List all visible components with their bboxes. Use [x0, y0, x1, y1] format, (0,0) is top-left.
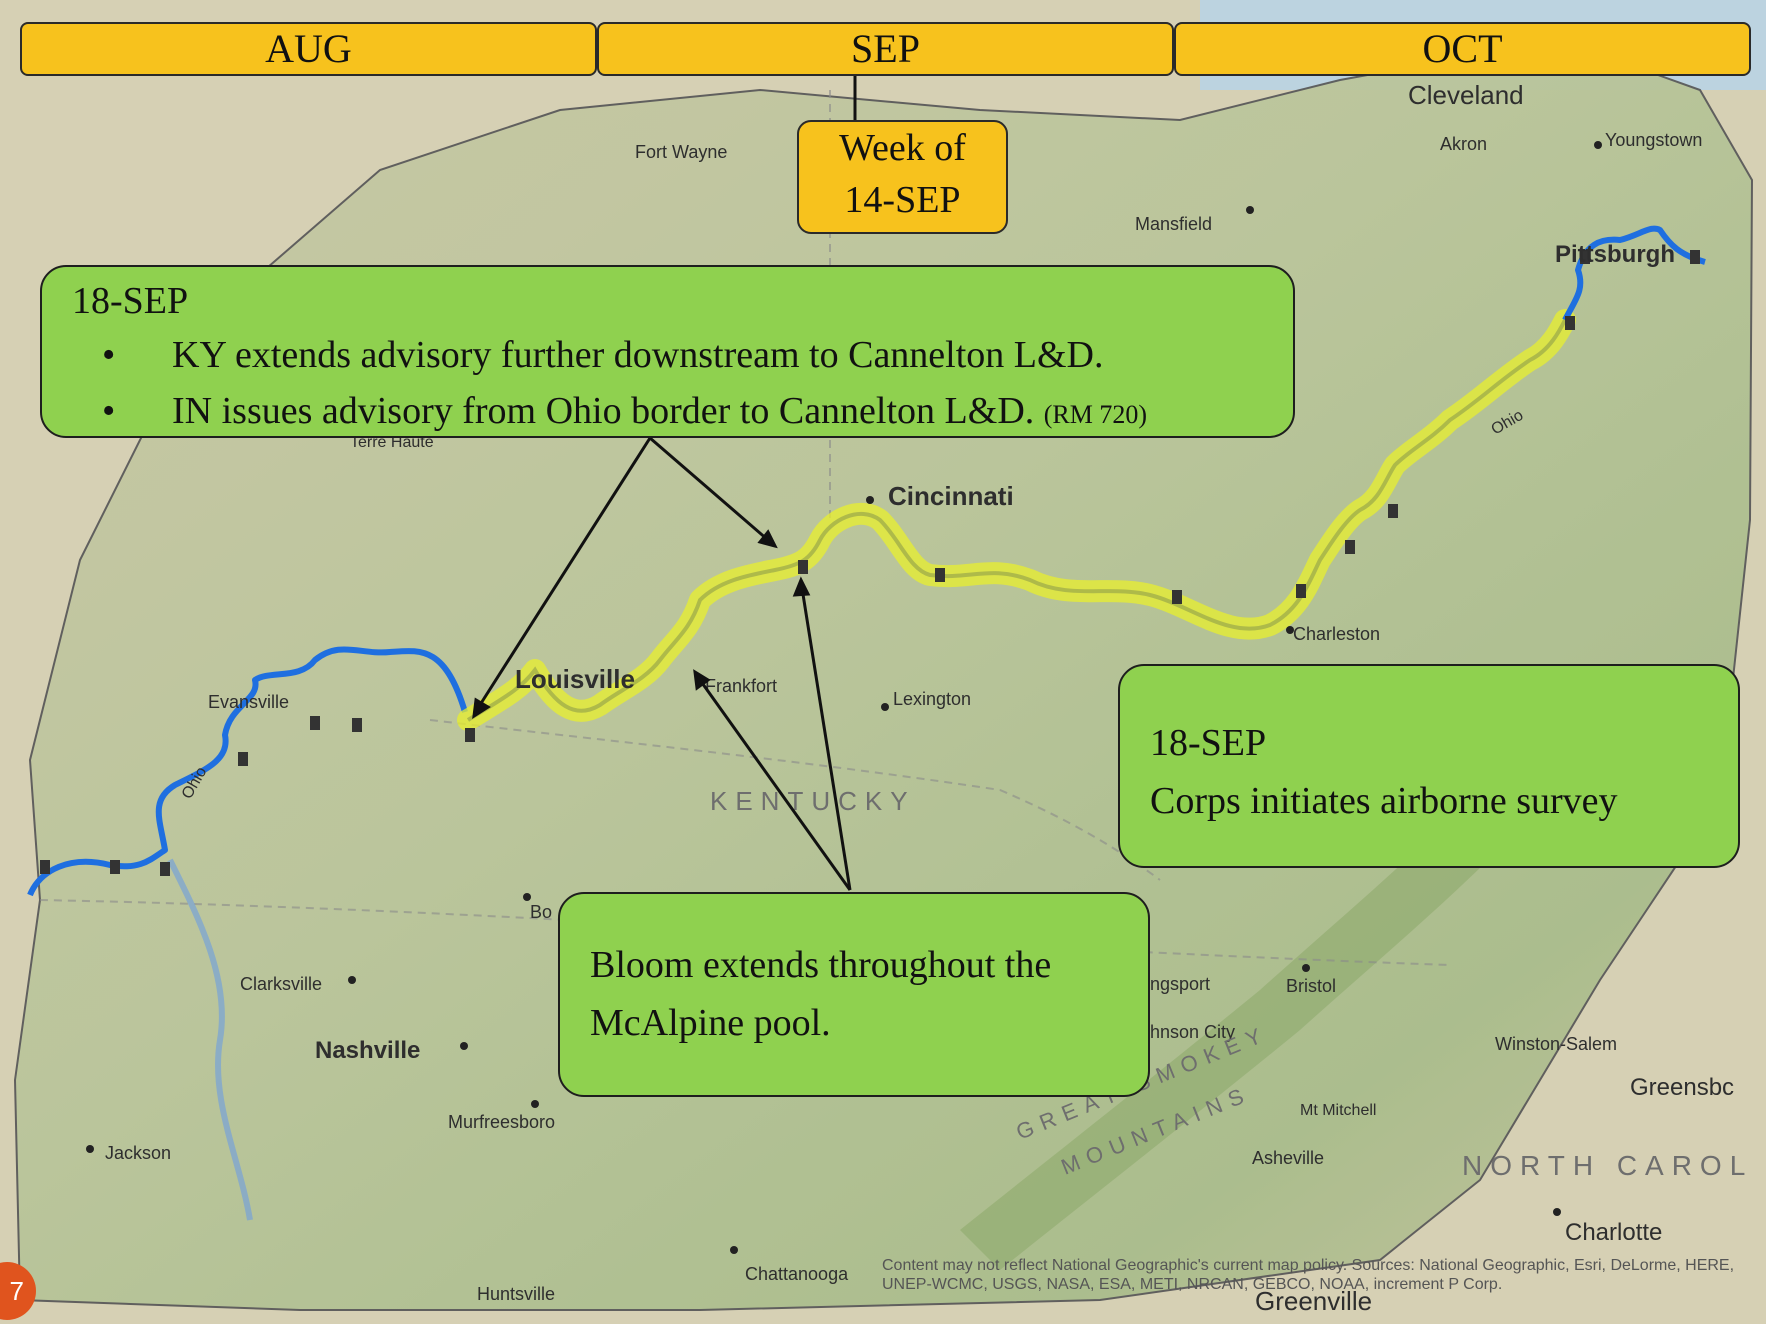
city-label-johnson-city: hnson City — [1150, 1022, 1235, 1042]
city-dot — [730, 1246, 738, 1254]
lock-dam-marker — [935, 568, 945, 582]
state-boundary-ky — [429, 719, 1161, 881]
bullet-glyph: • — [102, 390, 116, 432]
city-label-terre-haute: Terre Haute — [350, 434, 434, 451]
arrow-advisory-to-cannelton — [476, 437, 652, 709]
callout-survey-text: Corps initiates airborne survey — [1150, 780, 1618, 822]
city-dot — [348, 976, 356, 984]
callout-advisory-river-mile: (RM 720) — [1043, 400, 1148, 429]
city-label-akron: Akron — [1440, 134, 1487, 154]
lock-dam-marker — [160, 862, 170, 876]
arrow-advisory-to-pool — [649, 436, 769, 542]
map-credit: Content may not reflect National Geograp… — [882, 1257, 1735, 1293]
city-label-evansville: Evansville — [208, 692, 289, 712]
week-marker-line2: 14-SEP — [844, 179, 961, 221]
ohio-river-upstream — [1562, 225, 1706, 322]
city-dot — [460, 1042, 468, 1050]
city-label-jackson: Jackson — [105, 1143, 171, 1163]
city-label-mansfield: Mansfield — [1135, 214, 1212, 234]
week-marker: Week of 14-SEP — [797, 120, 1008, 234]
city-dot — [86, 1145, 94, 1153]
city-dot — [531, 1100, 539, 1108]
callout-bloom: Bloom extends throughout the McAlpine po… — [558, 892, 1150, 1097]
callout-bloom-line1: Bloom extends throughout the — [590, 944, 1052, 986]
region-label-kentucky: KENTUCKY — [710, 786, 916, 816]
lock-dam-marker — [352, 718, 362, 732]
timeline-month-sep: SEP — [597, 22, 1174, 76]
lock-dam-marker — [1388, 504, 1398, 518]
week-marker-line1: Week of — [839, 127, 966, 169]
callout-advisory-line2: IN issues advisory from Ohio border to C… — [172, 390, 1035, 432]
callout-advisory: 18-SEP • KY extends advisory further dow… — [40, 265, 1295, 438]
callout-advisory-date: 18-SEP — [72, 280, 189, 322]
region-label-north-carolina: NORTH CAROL — [1462, 1150, 1753, 1181]
callout-bloom-line2: McAlpine pool. — [590, 1002, 831, 1044]
city-label-kingsport: ngsport — [1150, 974, 1210, 994]
city-label-charleston: Charleston — [1293, 624, 1380, 644]
lock-dam-marker — [1296, 584, 1306, 598]
city-label-charlotte: Charlotte — [1565, 1219, 1662, 1246]
city-label-lexington: Lexington — [893, 689, 971, 709]
lock-dam-marker — [40, 860, 50, 874]
arrowhead — [472, 697, 491, 719]
lock-dam-marker — [798, 560, 808, 574]
timeline-month-aug: AUG — [20, 22, 597, 76]
city-label-fort-wayne: Fort Wayne — [635, 142, 727, 162]
city-label-winston-salem: Winston-Salem — [1495, 1034, 1617, 1054]
city-label-bowling-green: Bo — [530, 902, 552, 922]
city-dot — [1594, 141, 1602, 149]
city-label-asheville: Asheville — [1252, 1148, 1324, 1168]
arrow-bloom-to-river — [800, 587, 852, 891]
city-label-nashville: Nashville — [315, 1037, 420, 1064]
lock-dam-marker — [465, 728, 475, 742]
arrowhead — [792, 576, 811, 597]
callout-survey: 18-SEP Corps initiates airborne survey — [1118, 664, 1740, 868]
lock-dam-markers — [40, 250, 1700, 876]
callout-advisory-bullet-1: • KY extends advisory further downstream… — [72, 327, 1293, 383]
city-label-greenville: Greenville — [1255, 1286, 1372, 1316]
city-dot — [1286, 626, 1294, 634]
lock-dam-marker — [1690, 250, 1700, 264]
bullet-glyph: • — [102, 334, 116, 376]
city-dot — [1246, 206, 1254, 214]
timeline-month-oct: OCT — [1174, 22, 1751, 76]
lock-dam-marker — [310, 716, 320, 730]
city-dot — [1302, 964, 1310, 972]
lock-dam-marker — [110, 860, 120, 874]
ohio-river-downstream — [27, 646, 468, 897]
arrowhead — [693, 669, 711, 691]
lock-dam-marker — [238, 752, 248, 766]
city-dots — [86, 141, 1602, 1254]
arrow-bloom-to-louisville — [698, 679, 852, 891]
city-label-mt-mitchell: Mt Mitchell — [1300, 1102, 1376, 1119]
city-label-frankfort: Frankfort — [705, 676, 777, 696]
city-label-clarksville: Clarksville — [240, 974, 322, 994]
city-label-louisville: Louisville — [515, 664, 635, 694]
city-label-cleveland: Cleveland — [1408, 80, 1524, 110]
lock-dam-marker — [1580, 250, 1590, 264]
lock-dam-marker — [1565, 316, 1575, 330]
river-centerline — [466, 319, 1567, 722]
city-label-pittsburgh: Pittsburgh — [1555, 241, 1675, 268]
city-label-huntsville: Huntsville — [477, 1284, 555, 1304]
city-dot — [881, 703, 889, 711]
city-label-greensboro: Greensbc — [1630, 1074, 1734, 1101]
city-label-chattanooga: Chattanooga — [745, 1264, 849, 1284]
lock-dam-marker — [1172, 590, 1182, 604]
city-dot — [523, 893, 531, 901]
city-label-youngstown: Youngstown — [1605, 130, 1702, 150]
city-dot — [866, 496, 874, 504]
city-dot — [1553, 1208, 1561, 1216]
lock-dam-marker — [1345, 540, 1355, 554]
city-label-cincinnati: Cincinnati — [888, 481, 1014, 511]
callout-survey-date: 18-SEP — [1150, 722, 1267, 764]
city-label-bristol: Bristol — [1286, 976, 1336, 996]
callout-advisory-bullet-2: • IN issues advisory from Ohio border to… — [72, 383, 1293, 443]
callout-advisory-line1: KY extends advisory further downstream t… — [172, 334, 1104, 376]
mississippi-river — [167, 858, 253, 1221]
city-label-murfreesboro: Murfreesboro — [448, 1112, 555, 1132]
arrowhead — [757, 529, 778, 549]
